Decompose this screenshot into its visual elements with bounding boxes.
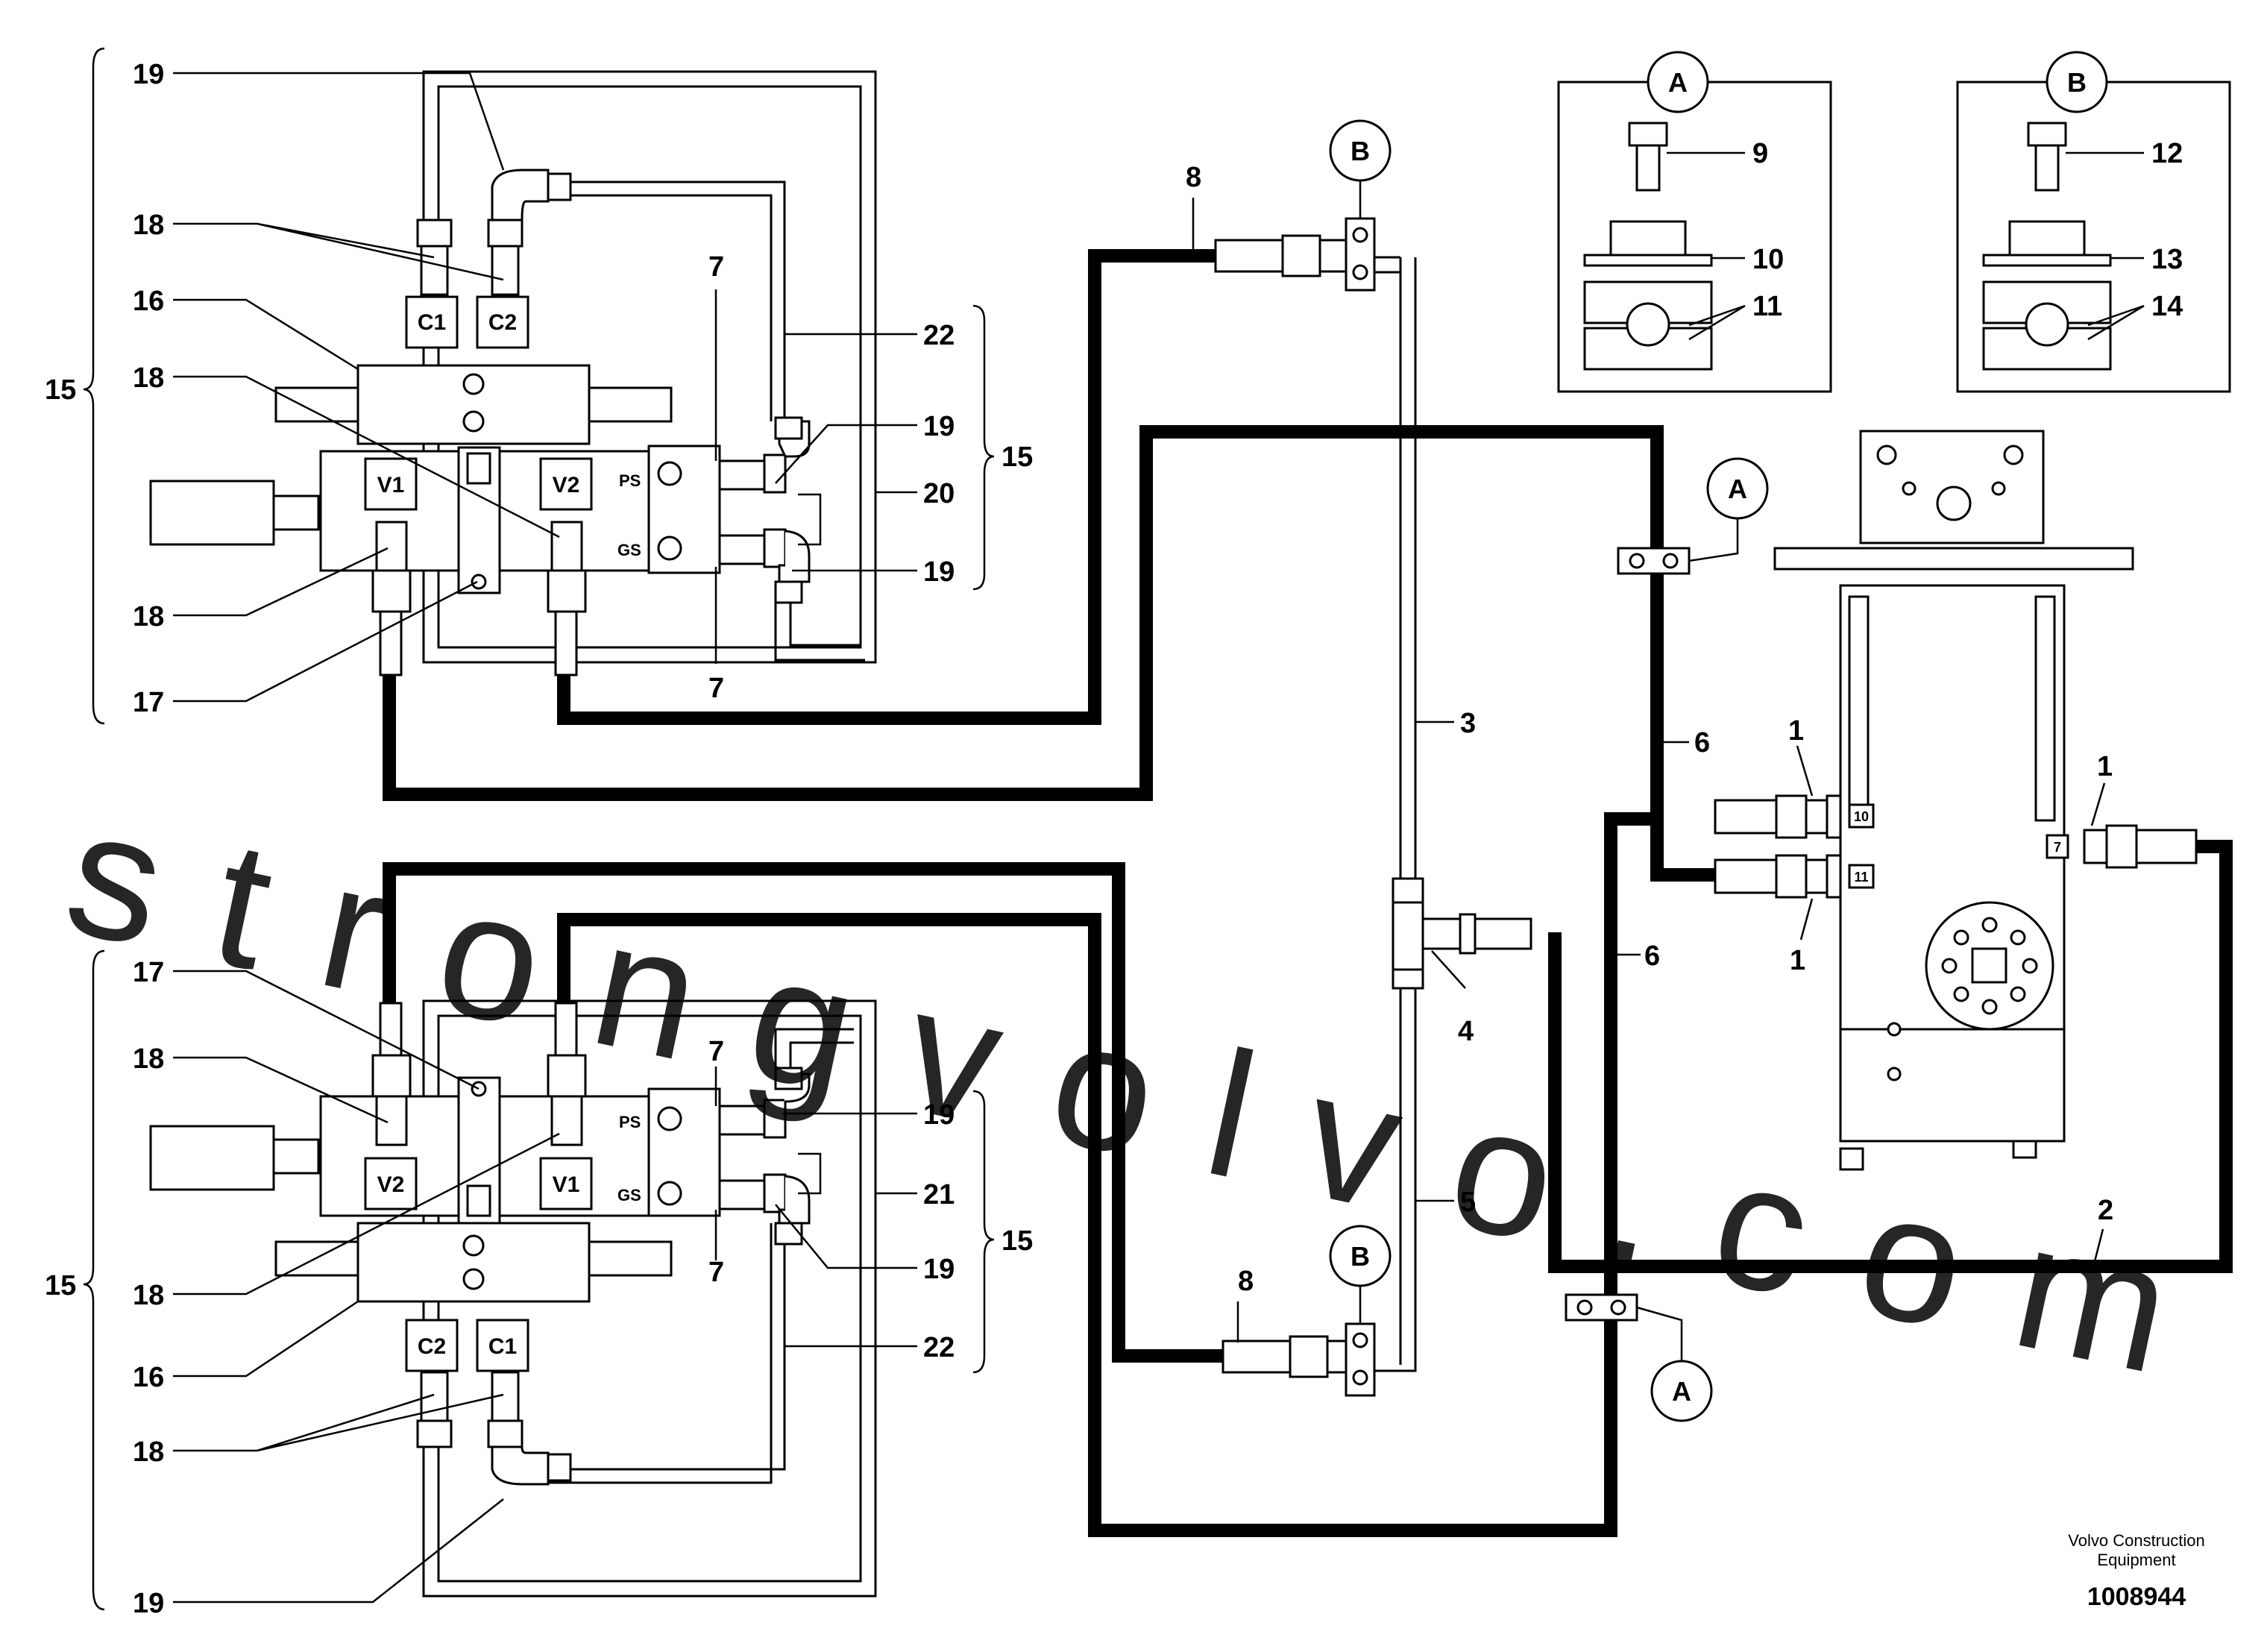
lower-port-v1: V1 [553,1172,580,1197]
block-port-10: 10 [1854,809,1869,824]
callout-lower-19s: 19 [923,1254,955,1285]
lower-port-c2: C2 [418,1334,446,1359]
clamp-b-top-letter: B [1351,136,1370,166]
callout-1a: 1 [1788,715,1804,747]
clamp-a-right-letter: A [1728,474,1747,504]
hose-8-upper [557,249,1216,725]
lower-port-gs: GS [617,1186,641,1205]
hose-lower-v2 [383,862,1223,1363]
callout-10: 10 [1752,244,1784,275]
callout-upper-19: 19 [133,59,164,90]
labels: A B B B A A 9 10 11 12 13 14 19 18 16 18… [45,59,2205,1619]
callout-5: 5 [1460,1187,1476,1218]
callout-lower-18a: 18 [133,1043,164,1075]
main-fittings [1214,217,2198,1397]
callout-upper-18a: 18 [133,210,164,241]
callout-lower-18c: 18 [133,1436,164,1468]
callout-upper-7b: 7 [708,673,724,704]
callout-lower-21: 21 [923,1179,955,1210]
hose-lower-v1 [557,812,1656,1537]
callout-upper-22: 22 [923,320,955,351]
detail-b-circle [2046,51,2108,113]
detail-boxes [1557,81,2231,393]
callout-lower-7b: 7 [708,1257,724,1288]
callout-12: 12 [2151,138,2183,169]
callout-upper-right-15: 15 [1002,442,1033,473]
callout-lower-19: 19 [133,1588,164,1619]
callout-upper-group-15: 15 [45,374,76,406]
callout-lower-16: 16 [133,1362,164,1393]
hose-2 [1548,840,2233,1273]
callout-upper-20: 20 [923,478,955,509]
clamp-b-bottom-circle [1329,1225,1392,1287]
upper-port-gs: GS [617,541,641,559]
document-number: 1008944 [2087,1583,2186,1611]
upper-valve-assembly [149,169,811,676]
tee-4 [1392,901,1424,971]
callout-lower-19r: 19 [923,1099,955,1131]
callout-lower-17: 17 [133,957,164,988]
callout-upper-7a: 7 [708,251,724,283]
motor-body [149,480,275,546]
lower-port-c1: C1 [488,1334,517,1359]
callout-upper-18b: 18 [133,362,164,394]
block-port-7: 7 [2054,840,2061,855]
clamp-a-bottom-circle [1650,1360,1713,1422]
credit-line-1: Volvo Construction [2068,1531,2204,1550]
callout-upper-17: 17 [133,687,164,718]
credit-line-2: Equipment [2097,1551,2175,1569]
upper-port-c2: C2 [488,310,517,335]
clamp-a-bottom-letter: A [1672,1376,1691,1407]
hose-6-upper-loop [383,425,1715,882]
callout-lower-group-15: 15 [45,1270,76,1301]
clamp-b-top-circle [1329,119,1392,182]
callout-1b: 1 [1790,945,1805,976]
clamp-a-right [1617,547,1691,575]
callout-6-upper: 6 [1694,727,1710,759]
port-10-box [1848,803,1875,829]
port-7-box [2046,834,2069,859]
callout-lower-18b: 18 [133,1280,164,1311]
callout-8-bottom: 8 [1238,1266,1254,1297]
callout-1c: 1 [2097,751,2113,782]
callout-upper-19r: 19 [923,411,955,442]
callout-upper-18c: 18 [133,601,164,632]
block-port-11: 11 [1854,870,1868,885]
detail-a-letter: A [1668,67,1688,98]
detail-b-letter: B [2067,67,2087,98]
callout-14: 14 [2151,291,2183,322]
callout-9: 9 [1752,138,1768,169]
upper-port-v1: V1 [377,473,405,497]
callout-upper-16: 16 [133,286,164,317]
upper-port-c1: C1 [418,310,446,335]
lower-valve-assembly [149,1002,811,1486]
callout-4: 4 [1458,1016,1474,1047]
thin-pipes [422,70,1417,1598]
circle-markers [1329,51,2108,1422]
lower-port-v2: V2 [377,1172,405,1197]
callout-lower-right-15: 15 [1002,1225,1033,1257]
port-11-box [1848,864,1875,889]
lower-port-ps: PS [619,1113,641,1131]
clamp-b-bottom-letter: B [1351,1241,1370,1272]
callout-2: 2 [2098,1195,2113,1226]
thick-hoses [383,249,2233,1537]
clamp-a-right-circle [1706,457,1769,520]
callout-upper-19s: 19 [923,556,955,588]
callout-3: 3 [1460,708,1476,739]
detail-a-circle [1647,51,1709,113]
machine-block [1773,430,2134,1171]
callout-8-top: 8 [1186,162,1201,193]
callout-lower-22: 22 [923,1332,955,1363]
upper-port-v2: V2 [553,473,580,497]
callout-6-lower: 6 [1644,940,1660,972]
callout-lower-7a: 7 [708,1036,724,1067]
upper-port-ps: PS [619,471,641,490]
callout-13: 13 [2151,244,2183,275]
callout-11: 11 [1752,291,1782,322]
